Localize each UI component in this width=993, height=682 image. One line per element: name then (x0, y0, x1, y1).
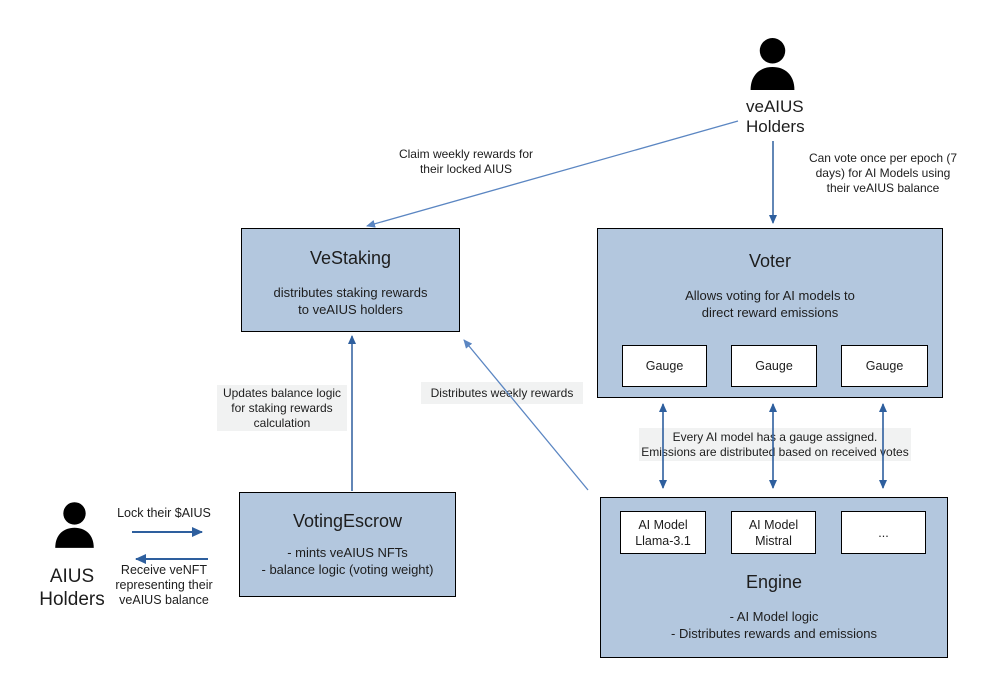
claim-rewards-label: Claim weekly rewards for their locked AI… (398, 147, 534, 176)
votingescrow-title: VotingEscrow (292, 511, 403, 531)
receive-venft-label: Receive veNFT representing their veAIUS … (115, 563, 213, 607)
voter-title: Voter (748, 251, 792, 271)
voter-body: Allows voting for AI models to direct re… (685, 288, 855, 320)
engine-title: Engine (745, 572, 803, 592)
lock-aius-label: Lock their $AIUS (117, 506, 211, 520)
ai-model-box: ... (841, 511, 926, 554)
updates-balance-label: Updates balance logic for staking reward… (217, 385, 347, 431)
ai-model-box: AI Model Mistral (731, 511, 816, 554)
gauge-assignment-label: Every AI model has a gauge assigned. Emi… (639, 428, 911, 461)
gauge-box: Gauge (841, 345, 928, 387)
gauge-box: Gauge (731, 345, 817, 387)
votingescrow-body: - mints veAIUS NFTs - balance logic (vot… (261, 545, 434, 577)
aius-holders-person-icon (55, 502, 94, 548)
veaius-holders-person-icon (750, 38, 795, 90)
vestaking-title: VeStaking (309, 248, 392, 268)
engine-box: AI Model Llama-3.1 AI Model Mistral ... … (600, 497, 948, 658)
vestaking-body: distributes staking rewards to veAIUS ho… (273, 285, 428, 317)
ai-model-box: AI Model Llama-3.1 (620, 511, 706, 554)
distributes-weekly-label: Distributes weekly rewards (421, 382, 583, 404)
veaius-holders-label: veAIUS Holders (746, 97, 805, 136)
engine-to-vestaking-arrow (463, 339, 589, 491)
gauge-box: Gauge (622, 345, 707, 387)
vote-epoch-label: Can vote once per epoch (7 days) for AI … (808, 151, 958, 195)
vestaking-box: VeStaking distributes staking rewards to… (241, 228, 460, 332)
aius-holders-label: AIUS Holders (39, 566, 105, 610)
engine-body: - AI Model logic - Distributes rewards a… (671, 609, 877, 641)
voter-box: Voter Allows voting for AI models to dir… (597, 228, 943, 398)
votingescrow-box: VotingEscrow - mints veAIUS NFTs - balan… (239, 492, 456, 597)
